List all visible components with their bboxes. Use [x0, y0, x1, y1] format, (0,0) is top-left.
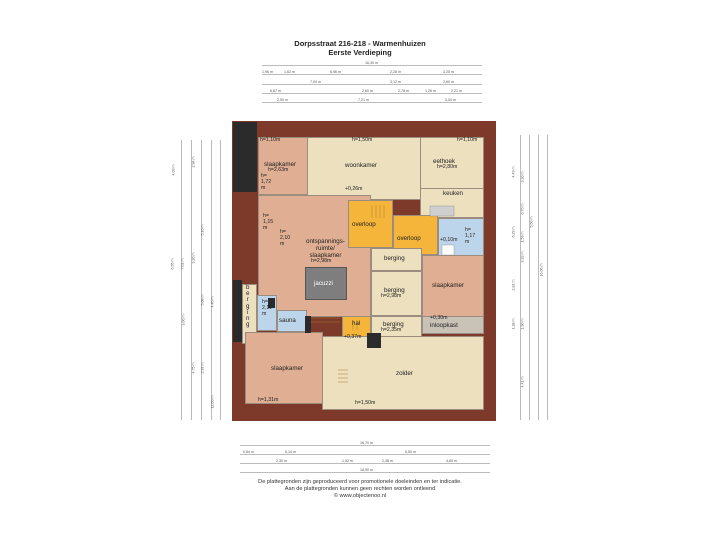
dim-bottom: 16,90 m — [360, 468, 373, 472]
label-height: h=2,80m — [437, 164, 458, 170]
dim-top: 3,04 m — [445, 98, 456, 102]
label-room-name: eethoek — [433, 158, 456, 165]
dim-top: 2,60 m — [443, 80, 454, 84]
label-height: h=2,98m — [381, 293, 402, 299]
room-slaapkamer-nw — [258, 137, 308, 195]
footer-disclaimer-1: De plattegronden zijn geproduceerd voor … — [258, 479, 462, 485]
dim-top: 2,78 m — [398, 89, 409, 93]
room-zolder — [322, 336, 484, 410]
footer-copyright: © www.objectenoo.nl — [333, 493, 387, 499]
label-height: h= 1,15 m — [263, 213, 274, 231]
label-height: h= 1,72 m — [261, 173, 272, 191]
label-height: h=1,50m — [352, 137, 373, 143]
dim-top: 6,67 m — [270, 89, 281, 93]
room-slaapkamer-e — [422, 255, 484, 317]
label-room-name: berging — [384, 255, 405, 262]
label-height: h=1,10m — [457, 137, 478, 143]
room-berging-2 — [371, 271, 422, 316]
label-height: h=1,10m — [260, 137, 281, 143]
label-room-name: slaapkamer — [271, 365, 303, 372]
label-floor-level: +0,37m — [344, 334, 362, 340]
label-room-name: hal — [352, 320, 361, 327]
dark-wall-block — [233, 122, 257, 192]
dim-top: 7,00 m — [310, 80, 321, 84]
floor-subtitle: Eerste Verdieping — [328, 48, 392, 57]
dim-bottom: 1,92 m — [342, 459, 353, 463]
dim-bottom: 4,60 m — [446, 459, 457, 463]
label-height: h= 1,17 m — [465, 227, 476, 245]
label-room-name: berging — [384, 287, 405, 294]
dim-top: 2,60 m — [362, 89, 373, 93]
label-height: h=1,31m — [258, 397, 279, 403]
dim-top: 2,26 m — [390, 70, 401, 74]
dim-top: 2,21 m — [451, 89, 462, 93]
room-woonkamer — [307, 137, 421, 200]
room-inloopkast — [422, 316, 484, 334]
dim-top: 1,26 m — [425, 89, 436, 93]
dim-top: 1,62 m — [284, 70, 295, 74]
room-berging-1 — [371, 248, 422, 271]
footer-disclaimer-2: Aan de plattegronden kunnen geen rechten… — [284, 486, 436, 492]
label-height: h=2,98m — [311, 258, 332, 264]
dim-bottom: 16,70 m — [360, 441, 373, 445]
label-room-name: b e r g i n g — [246, 284, 250, 329]
label-room-name: overloop — [352, 221, 376, 228]
dim-top: 6,96 m — [330, 70, 341, 74]
label-height: h=2,63m — [268, 167, 289, 173]
dim-top-total: 16,30 m — [365, 61, 378, 65]
dim-bottom: 6,14 m — [285, 450, 296, 454]
label-room-name: berging — [383, 321, 404, 328]
jacuzzi-tub — [305, 267, 347, 300]
dim-top: 3,25 m — [443, 70, 454, 74]
dim-bottom: 6,50 m — [405, 450, 416, 454]
label-height: h= 2,10 m — [280, 229, 291, 247]
dim-bottom: 2,30 m — [276, 459, 287, 463]
dim-top: 1,96 m — [262, 70, 273, 74]
dim-top: 7,21 m — [358, 98, 369, 102]
dim-top: 3,12 m — [390, 80, 401, 84]
label-floor-level: +0,26m — [345, 186, 363, 192]
label-room-name: zolder — [396, 370, 413, 377]
label-room-name: inloopkast — [430, 322, 458, 329]
label-room-name: slaapkamer — [432, 282, 464, 289]
label-room-name: ontspannings- ruimte/ slaapkamer — [306, 238, 345, 260]
label-room-name: sauna — [279, 317, 296, 324]
label-jacuzzi: jacuzzi — [314, 280, 333, 287]
label-room-name: woonkamer — [345, 162, 377, 169]
plan-title: Dorpsstraat 216-218 - Warmenhuizen — [294, 39, 426, 48]
label-room-name: keuken — [443, 190, 463, 197]
label-room-name: overloop — [397, 235, 421, 242]
label-floor-level: +0,10m — [440, 237, 458, 243]
dim-top: 2,90 m — [277, 98, 288, 102]
label-height: h=1,50m — [355, 400, 376, 406]
label-height: h= 2,11 m — [262, 299, 272, 317]
label-room-name: slaapkamer — [264, 161, 296, 168]
label-height: h=2,35m — [381, 327, 402, 333]
label-floor-level: +0,30m — [430, 315, 448, 321]
room-overloop-1 — [348, 200, 393, 248]
dim-bottom: 2,38 m — [382, 459, 393, 463]
dim-bottom: 0,64 m — [243, 450, 254, 454]
